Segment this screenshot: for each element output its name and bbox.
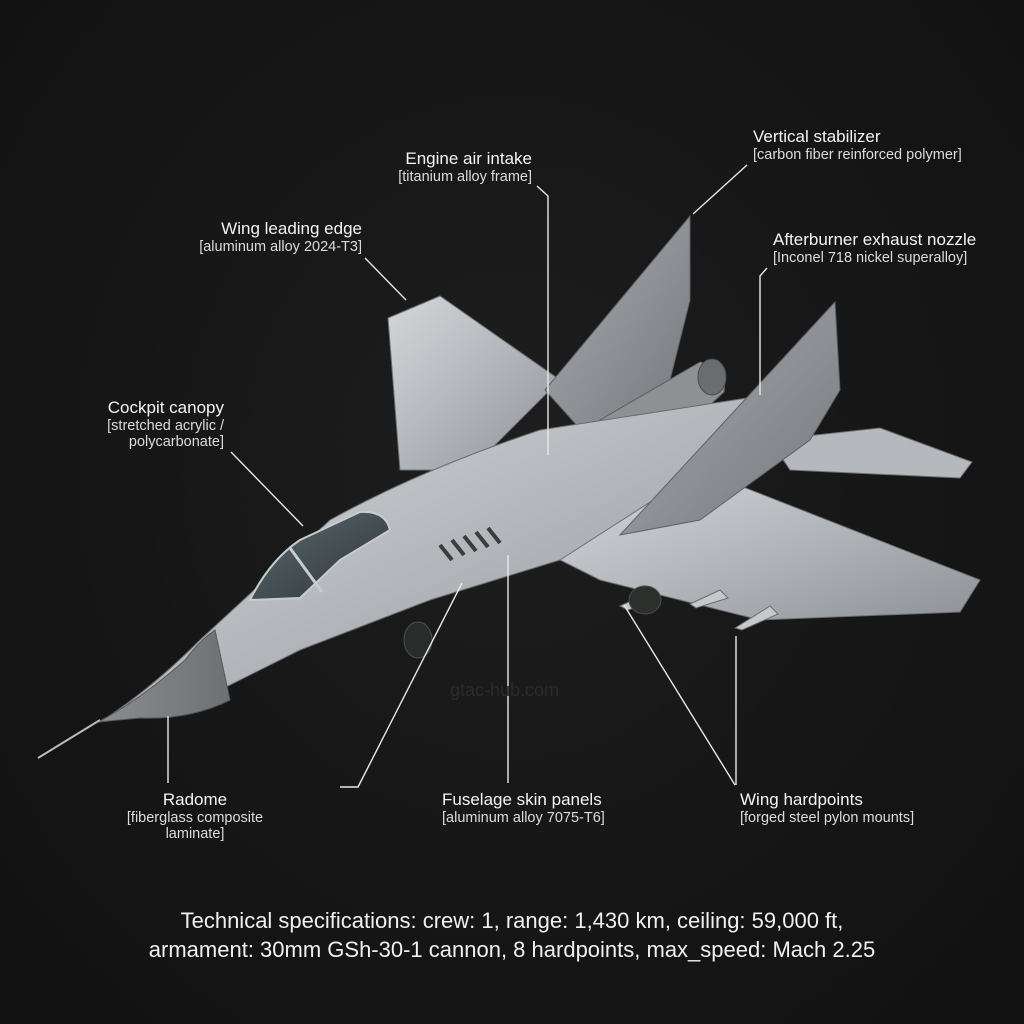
leader-line-fuselage-skin: [340, 582, 463, 788]
callout-name: Radome: [162, 790, 228, 809]
canopy-frame: [288, 547, 324, 593]
callout-name: Wing leading edge: [221, 219, 362, 238]
watermark: gtac-hub.com: [450, 680, 560, 700]
leader-lines: [167, 164, 768, 788]
specs-line-2: armament: 30mm GSh-30-1 cannon, 8 hardpo…: [148, 937, 876, 962]
callout-material: [carbon fiber reinforced polymer]: [753, 146, 962, 163]
callout-material: [fiberglass composite laminate]: [126, 809, 264, 843]
leader-line-engine-air-intake: [536, 185, 549, 455]
exhaust-nozzle: [697, 358, 727, 396]
specs-line-1: Technical specifications: crew: 1, range…: [180, 908, 844, 933]
leader-line-wing-hardpoints-a: [623, 604, 736, 786]
radome-shape: [97, 629, 231, 723]
callout-name: Afterburner exhaust nozzle: [773, 230, 977, 249]
callout-material: [aluminum alloy 7075-T6]: [442, 809, 605, 826]
horizontal-stabilizer: [769, 427, 973, 479]
intake-vents: [438, 526, 502, 562]
callout-name: Cockpit canopy: [107, 398, 224, 417]
callout-radome: Radome [fiberglass composite laminate]: [100, 790, 290, 843]
callout-material: [Inconel 718 nickel superalloy]: [773, 249, 968, 266]
leader-line-vertical-stabilizer: [692, 164, 748, 215]
callout-engine-air-intake: Engine air intake [titanium alloy frame]: [360, 149, 532, 185]
callout-name: Wing hardpoints: [740, 790, 863, 809]
aircraft-illustration: [37, 214, 981, 759]
callout-material: [forged steel pylon mounts]: [740, 809, 915, 826]
callout-wing-leading-edge: Wing leading edge [aluminum alloy 2024-T…: [150, 219, 362, 255]
leader-line-wing-leading-edge: [364, 257, 407, 301]
callout-material-line2: polycarbonate]: [128, 434, 224, 451]
callout-vertical-stabilizer: Vertical stabilizer [carbon fiber reinfo…: [753, 127, 1013, 163]
callout-name: Vertical stabilizer: [753, 127, 881, 146]
callout-cockpit-canopy: Cockpit canopy [stretched acrylic / poly…: [60, 398, 224, 451]
callout-material: [aluminum alloy 2024-T3]: [199, 238, 362, 255]
callout-fuselage-skin-panels: Fuselage skin panels [aluminum alloy 707…: [442, 790, 662, 826]
pitot-probe: [37, 719, 101, 759]
callout-material: [titanium alloy frame]: [398, 168, 532, 185]
callout-afterburner-exhaust-nozzle: Afterburner exhaust nozzle [Inconel 718 …: [773, 230, 1013, 266]
callout-name: Fuselage skin panels: [442, 790, 602, 809]
leader-line-afterburner: [759, 267, 768, 395]
canopy-glass: [248, 510, 392, 602]
callout-name: Engine air intake: [405, 149, 532, 168]
leader-line-cockpit-canopy: [230, 451, 304, 527]
callout-wing-hardpoints: Wing hardpoints [forged steel pylon moun…: [740, 790, 970, 826]
left-wing: [387, 295, 561, 471]
landing-gear: [403, 621, 433, 659]
callout-material-line1: [stretched acrylic /: [107, 417, 224, 434]
technical-specifications: Technical specifications: crew: 1, range…: [0, 906, 1024, 964]
right-vertical-stabilizer: [618, 300, 841, 536]
main-landing-gear: [628, 585, 662, 615]
